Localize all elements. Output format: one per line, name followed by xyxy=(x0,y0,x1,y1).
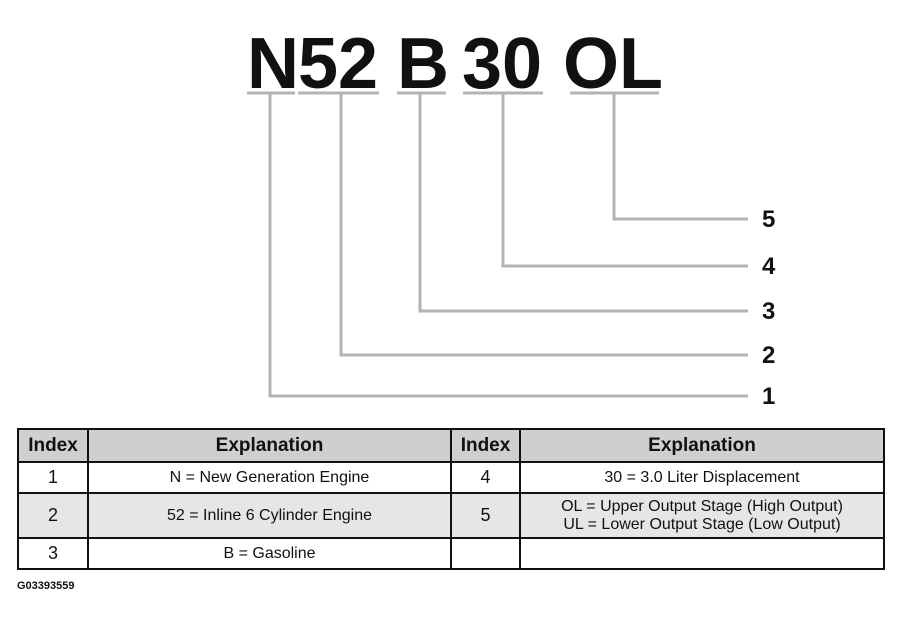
figure-id: G03393559 xyxy=(17,580,75,592)
index-cell: 4 xyxy=(450,461,521,494)
callout-4: 4 xyxy=(762,253,776,280)
index-cell xyxy=(450,537,521,570)
explanation-cell: 30 = 3.0 Liter Displacement xyxy=(519,461,885,494)
leader-line-1 xyxy=(268,93,748,398)
engine-code-diagram: N 52 B 30 OL 1 2 3 4 5 xyxy=(247,24,776,410)
callout-3: 3 xyxy=(762,298,775,325)
header-explanation-right: Explanation xyxy=(519,428,885,463)
leader-line-3 xyxy=(418,93,748,313)
index-cell: 2 xyxy=(17,492,89,539)
explanation-cell: N = New Generation Engine xyxy=(87,461,452,494)
table-row: 3 B = Gasoline xyxy=(17,537,885,570)
explanation-cell: B = Gasoline xyxy=(87,537,452,570)
leader-line-5 xyxy=(612,93,748,221)
code-segment-ol: OL xyxy=(563,24,663,104)
index-cell: 1 xyxy=(17,461,89,494)
leader-line-4 xyxy=(501,93,748,268)
explanation-cell xyxy=(519,537,885,570)
header-explanation-left: Explanation xyxy=(87,428,452,463)
index-cell: 3 xyxy=(17,537,89,570)
table-row: 1 N = New Generation Engine 4 30 = 3.0 L… xyxy=(17,461,885,494)
table-header-row: Index Explanation Index Explanation xyxy=(17,428,885,463)
callout-1: 1 xyxy=(762,383,775,410)
table-row: 2 52 = Inline 6 Cylinder Engine 5 OL = U… xyxy=(17,492,885,539)
code-segment-52: 52 xyxy=(298,24,378,104)
leader-line-2 xyxy=(339,93,748,357)
callout-2: 2 xyxy=(762,342,775,369)
legend-table: Index Explanation Index Explanation 1 N … xyxy=(17,428,885,570)
code-segment-b: B xyxy=(397,24,449,104)
index-cell: 5 xyxy=(450,492,521,539)
explanation-cell-multiline: OL = Upper Output Stage (High Output) UL… xyxy=(519,492,885,539)
code-segment-n: N xyxy=(247,24,299,104)
explanation-line: OL = Upper Output Stage (High Output) xyxy=(561,497,843,515)
explanation-line: UL = Lower Output Stage (Low Output) xyxy=(563,515,841,533)
code-segment-30: 30 xyxy=(462,24,542,104)
explanation-cell: 52 = Inline 6 Cylinder Engine xyxy=(87,492,452,539)
header-index-left: Index xyxy=(17,428,89,463)
header-index-right: Index xyxy=(450,428,521,463)
callout-5: 5 xyxy=(762,206,775,233)
